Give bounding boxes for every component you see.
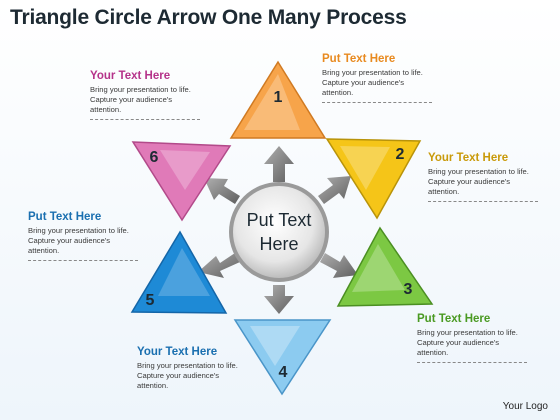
step-3-shine xyxy=(352,244,405,292)
step-4-shape xyxy=(233,319,332,396)
step-6-shine xyxy=(160,150,210,190)
callout-divider xyxy=(428,201,538,202)
callout-line: attention. xyxy=(322,88,354,97)
callout-step-5: Put Text Here Bring your presentation to… xyxy=(28,211,158,261)
callout-line: Capture your audience's xyxy=(28,236,111,245)
callout-line: Bring your presentation to life. xyxy=(428,167,529,176)
callout-line: Capture your audience's xyxy=(137,371,220,380)
callout-line: attention. xyxy=(137,381,169,390)
center-text-line1: Put Text xyxy=(247,210,312,230)
page-title: Triangle Circle Arrow One Many Process xyxy=(10,6,407,29)
step-1-number: 1 xyxy=(274,89,283,106)
callout-body: Bring your presentation to life. Capture… xyxy=(417,328,547,358)
step-4-number: 4 xyxy=(279,364,288,381)
callout-heading: Put Text Here xyxy=(322,53,396,65)
arrows xyxy=(198,146,358,314)
callout-line: attention. xyxy=(417,348,449,357)
step-6-triangle: 6 xyxy=(131,141,232,222)
triangles: 1 2 3 4 5 6 xyxy=(130,60,434,396)
callout-heading: Your Text Here xyxy=(90,70,171,82)
callout-divider xyxy=(322,102,432,103)
callout-step-1: Put Text Here Bring your presentation to… xyxy=(322,53,452,103)
step-1-triangle: 1 xyxy=(229,60,327,139)
callout-line: attention. xyxy=(428,187,460,196)
callout-line: Capture your audience's xyxy=(322,78,405,87)
step-4-shine xyxy=(250,326,300,366)
step-1-shine xyxy=(244,74,300,130)
arrow-down-right xyxy=(320,253,358,278)
step-1-shape xyxy=(229,60,327,139)
callout-step-6: Your Text Here Bring your presentation t… xyxy=(90,70,220,120)
callout-line: Capture your audience's xyxy=(90,95,173,104)
callout-line: Bring your presentation to life. xyxy=(28,226,129,235)
callout-heading: Your Text Here xyxy=(137,346,218,358)
step-4-triangle: 4 xyxy=(233,319,332,396)
callout-line: Bring your presentation to life. xyxy=(322,68,423,77)
callout-line: Bring your presentation to life. xyxy=(137,361,238,370)
center-circle xyxy=(233,186,325,278)
callout-step-3: Put Text Here Bring your presentation to… xyxy=(417,313,547,363)
callout-divider xyxy=(28,260,138,261)
step-3-number: 3 xyxy=(404,281,413,298)
step-2-shape xyxy=(325,138,422,220)
step-5-shape xyxy=(130,230,228,314)
step-5-number: 5 xyxy=(146,292,155,309)
callout-step-2: Your Text Here Bring your presentation t… xyxy=(428,152,558,202)
step-3-shape xyxy=(336,226,434,307)
callout-heading: Put Text Here xyxy=(417,313,491,325)
step-6-shape xyxy=(131,141,232,222)
callout-body: Bring your presentation to life. Capture… xyxy=(322,68,452,98)
callout-line: attention. xyxy=(90,105,122,114)
step-5-triangle: 5 xyxy=(130,230,228,314)
arrow-up xyxy=(264,146,294,182)
step-5-shine xyxy=(158,248,210,296)
callout-line: Bring your presentation to life. xyxy=(90,85,191,94)
logo-text: Your Logo xyxy=(502,401,548,412)
callout-heading: Put Text Here xyxy=(28,211,102,223)
arrow-down-left xyxy=(198,253,240,278)
callout-line: Capture your audience's xyxy=(417,338,500,347)
arrow-up-left xyxy=(204,178,240,204)
callout-heading: Your Text Here xyxy=(428,152,509,164)
callout-body: Bring your presentation to life. Capture… xyxy=(137,361,267,391)
step-6-number: 6 xyxy=(150,149,159,166)
step-2-number: 2 xyxy=(396,146,405,163)
center-text-line2: Here xyxy=(259,234,298,254)
step-3-triangle: 3 xyxy=(336,226,434,307)
callout-step-4: Your Text Here Bring your presentation t… xyxy=(137,346,267,391)
callout-line: attention. xyxy=(28,246,60,255)
callout-body: Bring your presentation to life. Capture… xyxy=(428,167,558,197)
center-hub: Put Text Here xyxy=(229,182,329,282)
callout-divider xyxy=(417,362,527,363)
step-2-shine xyxy=(340,146,390,190)
callout-body: Bring your presentation to life. Capture… xyxy=(90,85,220,115)
callout-divider xyxy=(90,119,200,120)
arrow-down xyxy=(264,285,294,314)
callout-line: Capture your audience's xyxy=(428,177,511,186)
arrow-up-right xyxy=(318,176,351,204)
callout-line: Bring your presentation to life. xyxy=(417,328,518,337)
callout-body: Bring your presentation to life. Capture… xyxy=(28,226,158,256)
step-2-triangle: 2 xyxy=(325,138,422,220)
